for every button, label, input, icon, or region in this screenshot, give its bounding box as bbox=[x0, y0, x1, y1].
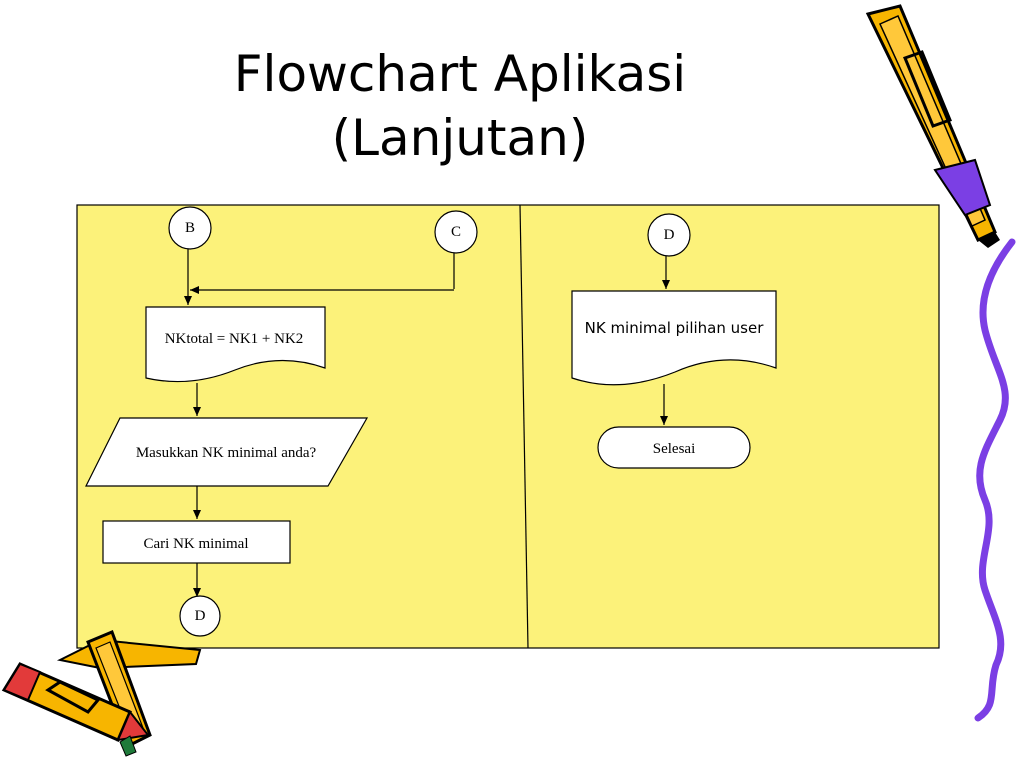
connector-d-right-label: D bbox=[664, 227, 675, 243]
title-line-1: Flowchart Aplikasi bbox=[233, 45, 687, 103]
terminator-selesai: Selesai bbox=[597, 426, 751, 469]
process-cari-nk: Cari NK minimal bbox=[102, 520, 291, 564]
output-doc: NK minimal pilihan user bbox=[571, 290, 777, 386]
title-line-2: (Lanjutan) bbox=[331, 109, 589, 167]
connector-b: B bbox=[168, 206, 212, 250]
connector-d-left: D bbox=[179, 595, 221, 637]
connector-b-label: B bbox=[185, 220, 195, 236]
connector-c-label: C bbox=[451, 224, 461, 240]
connector-d-left-label: D bbox=[195, 608, 206, 624]
output-doc-label: NK minimal pilihan user bbox=[585, 319, 765, 337]
process-doc-label: NKtotal = NK1 + NK2 bbox=[165, 331, 304, 347]
process-label: Cari NK minimal bbox=[144, 536, 249, 552]
panel-divider bbox=[519, 204, 529, 649]
input-label: Masukkan NK minimal anda? bbox=[136, 445, 317, 461]
process-doc-nktotal: NKtotal = NK1 + NK2 bbox=[145, 306, 326, 383]
slide-title: Flowchart Aplikasi (Lanjutan) bbox=[150, 42, 770, 170]
input-parallelogram: Masukkan NK minimal anda? bbox=[85, 417, 369, 487]
pencil-icon bbox=[1, 630, 202, 757]
connector-d-right: D bbox=[647, 213, 691, 257]
connector-c: C bbox=[434, 210, 478, 254]
squiggle-line bbox=[974, 238, 1016, 722]
pencil-icon bbox=[865, 4, 1000, 248]
terminator-label: Selesai bbox=[653, 441, 696, 457]
